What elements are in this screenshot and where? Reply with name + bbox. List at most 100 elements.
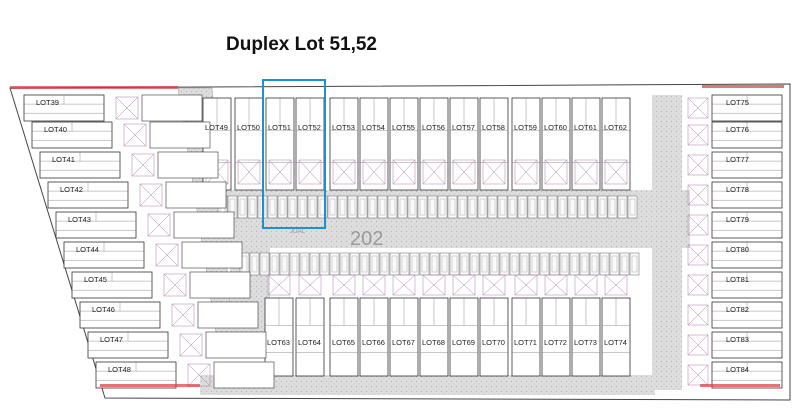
car-space-cross bbox=[514, 274, 538, 296]
garage-door bbox=[499, 198, 506, 216]
garage-bay bbox=[509, 252, 520, 276]
lot-label: LOT71 bbox=[514, 338, 537, 347]
garage-door bbox=[321, 255, 328, 273]
car-space bbox=[163, 273, 187, 297]
garage-bay bbox=[317, 195, 328, 219]
garage-door bbox=[359, 198, 366, 216]
garage-door bbox=[489, 198, 496, 216]
car-space-cross bbox=[604, 159, 628, 185]
garage-door bbox=[461, 255, 468, 273]
car-space-cross bbox=[332, 274, 356, 296]
garage-door bbox=[589, 198, 596, 216]
car-space-cross bbox=[362, 274, 386, 296]
lot-outline bbox=[95, 361, 177, 389]
car-space bbox=[123, 123, 147, 147]
garage-door bbox=[601, 255, 608, 273]
lot-label: LOT73 bbox=[574, 338, 597, 347]
car-space-cross bbox=[187, 363, 211, 387]
car-space-cross bbox=[163, 273, 187, 297]
garage-bay bbox=[427, 195, 438, 219]
car-space bbox=[422, 159, 446, 185]
lot-label: LOT78 bbox=[726, 185, 749, 194]
car-space bbox=[482, 159, 506, 185]
car-space-cross bbox=[687, 214, 709, 236]
garage-bay bbox=[267, 195, 278, 219]
lot-lot77 bbox=[687, 151, 783, 179]
garage-door bbox=[349, 198, 356, 216]
garage-bay bbox=[499, 252, 510, 276]
garage-door bbox=[389, 198, 396, 216]
garage-door bbox=[239, 198, 246, 216]
garage-door bbox=[579, 198, 586, 216]
garage-door bbox=[401, 255, 408, 273]
car-space-cross bbox=[452, 274, 476, 296]
lane-label: JOAL bbox=[290, 229, 306, 235]
lot-label: LOT61 bbox=[574, 123, 597, 132]
lot-lot84 bbox=[687, 361, 783, 389]
garage-bay bbox=[369, 252, 380, 276]
car-space bbox=[687, 334, 709, 356]
garage-door bbox=[471, 255, 478, 273]
car-space-cross bbox=[123, 123, 147, 147]
garage-bay bbox=[527, 195, 538, 219]
car-space-cross bbox=[237, 159, 261, 185]
lot-lot72 bbox=[541, 274, 571, 377]
garage-door bbox=[449, 198, 456, 216]
garage-door bbox=[421, 255, 428, 273]
garage-door bbox=[411, 255, 418, 273]
garage-door bbox=[619, 198, 626, 216]
lot-lot46 bbox=[79, 301, 195, 329]
garage-door bbox=[269, 198, 276, 216]
lot-label: LOT48 bbox=[108, 365, 131, 374]
garage-door bbox=[591, 255, 598, 273]
lot-rear-structure bbox=[189, 271, 251, 299]
lot-label: LOT40 bbox=[44, 125, 67, 134]
garage-bay bbox=[617, 195, 628, 219]
lot-lot80 bbox=[687, 241, 783, 269]
boundary-marker bbox=[700, 384, 780, 387]
car-space-cross bbox=[155, 243, 179, 267]
garage-bay bbox=[537, 195, 548, 219]
lot-label: LOT60 bbox=[544, 123, 567, 132]
garage-door bbox=[539, 198, 546, 216]
car-space bbox=[604, 159, 628, 185]
garage-bay bbox=[307, 195, 318, 219]
garage-door bbox=[361, 255, 368, 273]
garage-bay bbox=[297, 195, 308, 219]
lot-lot43 bbox=[55, 211, 171, 239]
car-space-cross bbox=[452, 159, 476, 185]
car-space bbox=[392, 159, 416, 185]
garage-bay bbox=[289, 252, 300, 276]
garage-door bbox=[511, 255, 518, 273]
garage-door bbox=[529, 198, 536, 216]
lot-lot65 bbox=[329, 274, 359, 377]
lot-label: LOT50 bbox=[237, 123, 260, 132]
garage-bay bbox=[287, 195, 298, 219]
garage-bay bbox=[519, 252, 530, 276]
garage-door bbox=[381, 255, 388, 273]
car-space bbox=[171, 303, 195, 327]
car-space bbox=[115, 96, 139, 120]
lot-rear-structure bbox=[213, 361, 275, 389]
lot-label: LOT42 bbox=[60, 185, 83, 194]
lot-lot60 bbox=[541, 97, 571, 191]
garage-door bbox=[339, 198, 346, 216]
car-space-cross bbox=[687, 124, 709, 146]
lot-label: LOT64 bbox=[298, 338, 321, 347]
garage-bay bbox=[599, 252, 610, 276]
car-space bbox=[131, 153, 155, 177]
lot-lot69 bbox=[449, 274, 479, 377]
lot-rear-structure bbox=[181, 241, 243, 269]
car-space bbox=[687, 214, 709, 236]
garage-door bbox=[341, 255, 348, 273]
garage-bay bbox=[399, 252, 410, 276]
garage-bay bbox=[237, 195, 248, 219]
car-space bbox=[514, 274, 538, 296]
lot-label: LOT53 bbox=[332, 123, 355, 132]
lot-label: LOT67 bbox=[392, 338, 415, 347]
garage-door bbox=[351, 255, 358, 273]
car-space bbox=[687, 124, 709, 146]
garage-bay bbox=[479, 252, 490, 276]
lot-label: LOT45 bbox=[84, 275, 107, 284]
